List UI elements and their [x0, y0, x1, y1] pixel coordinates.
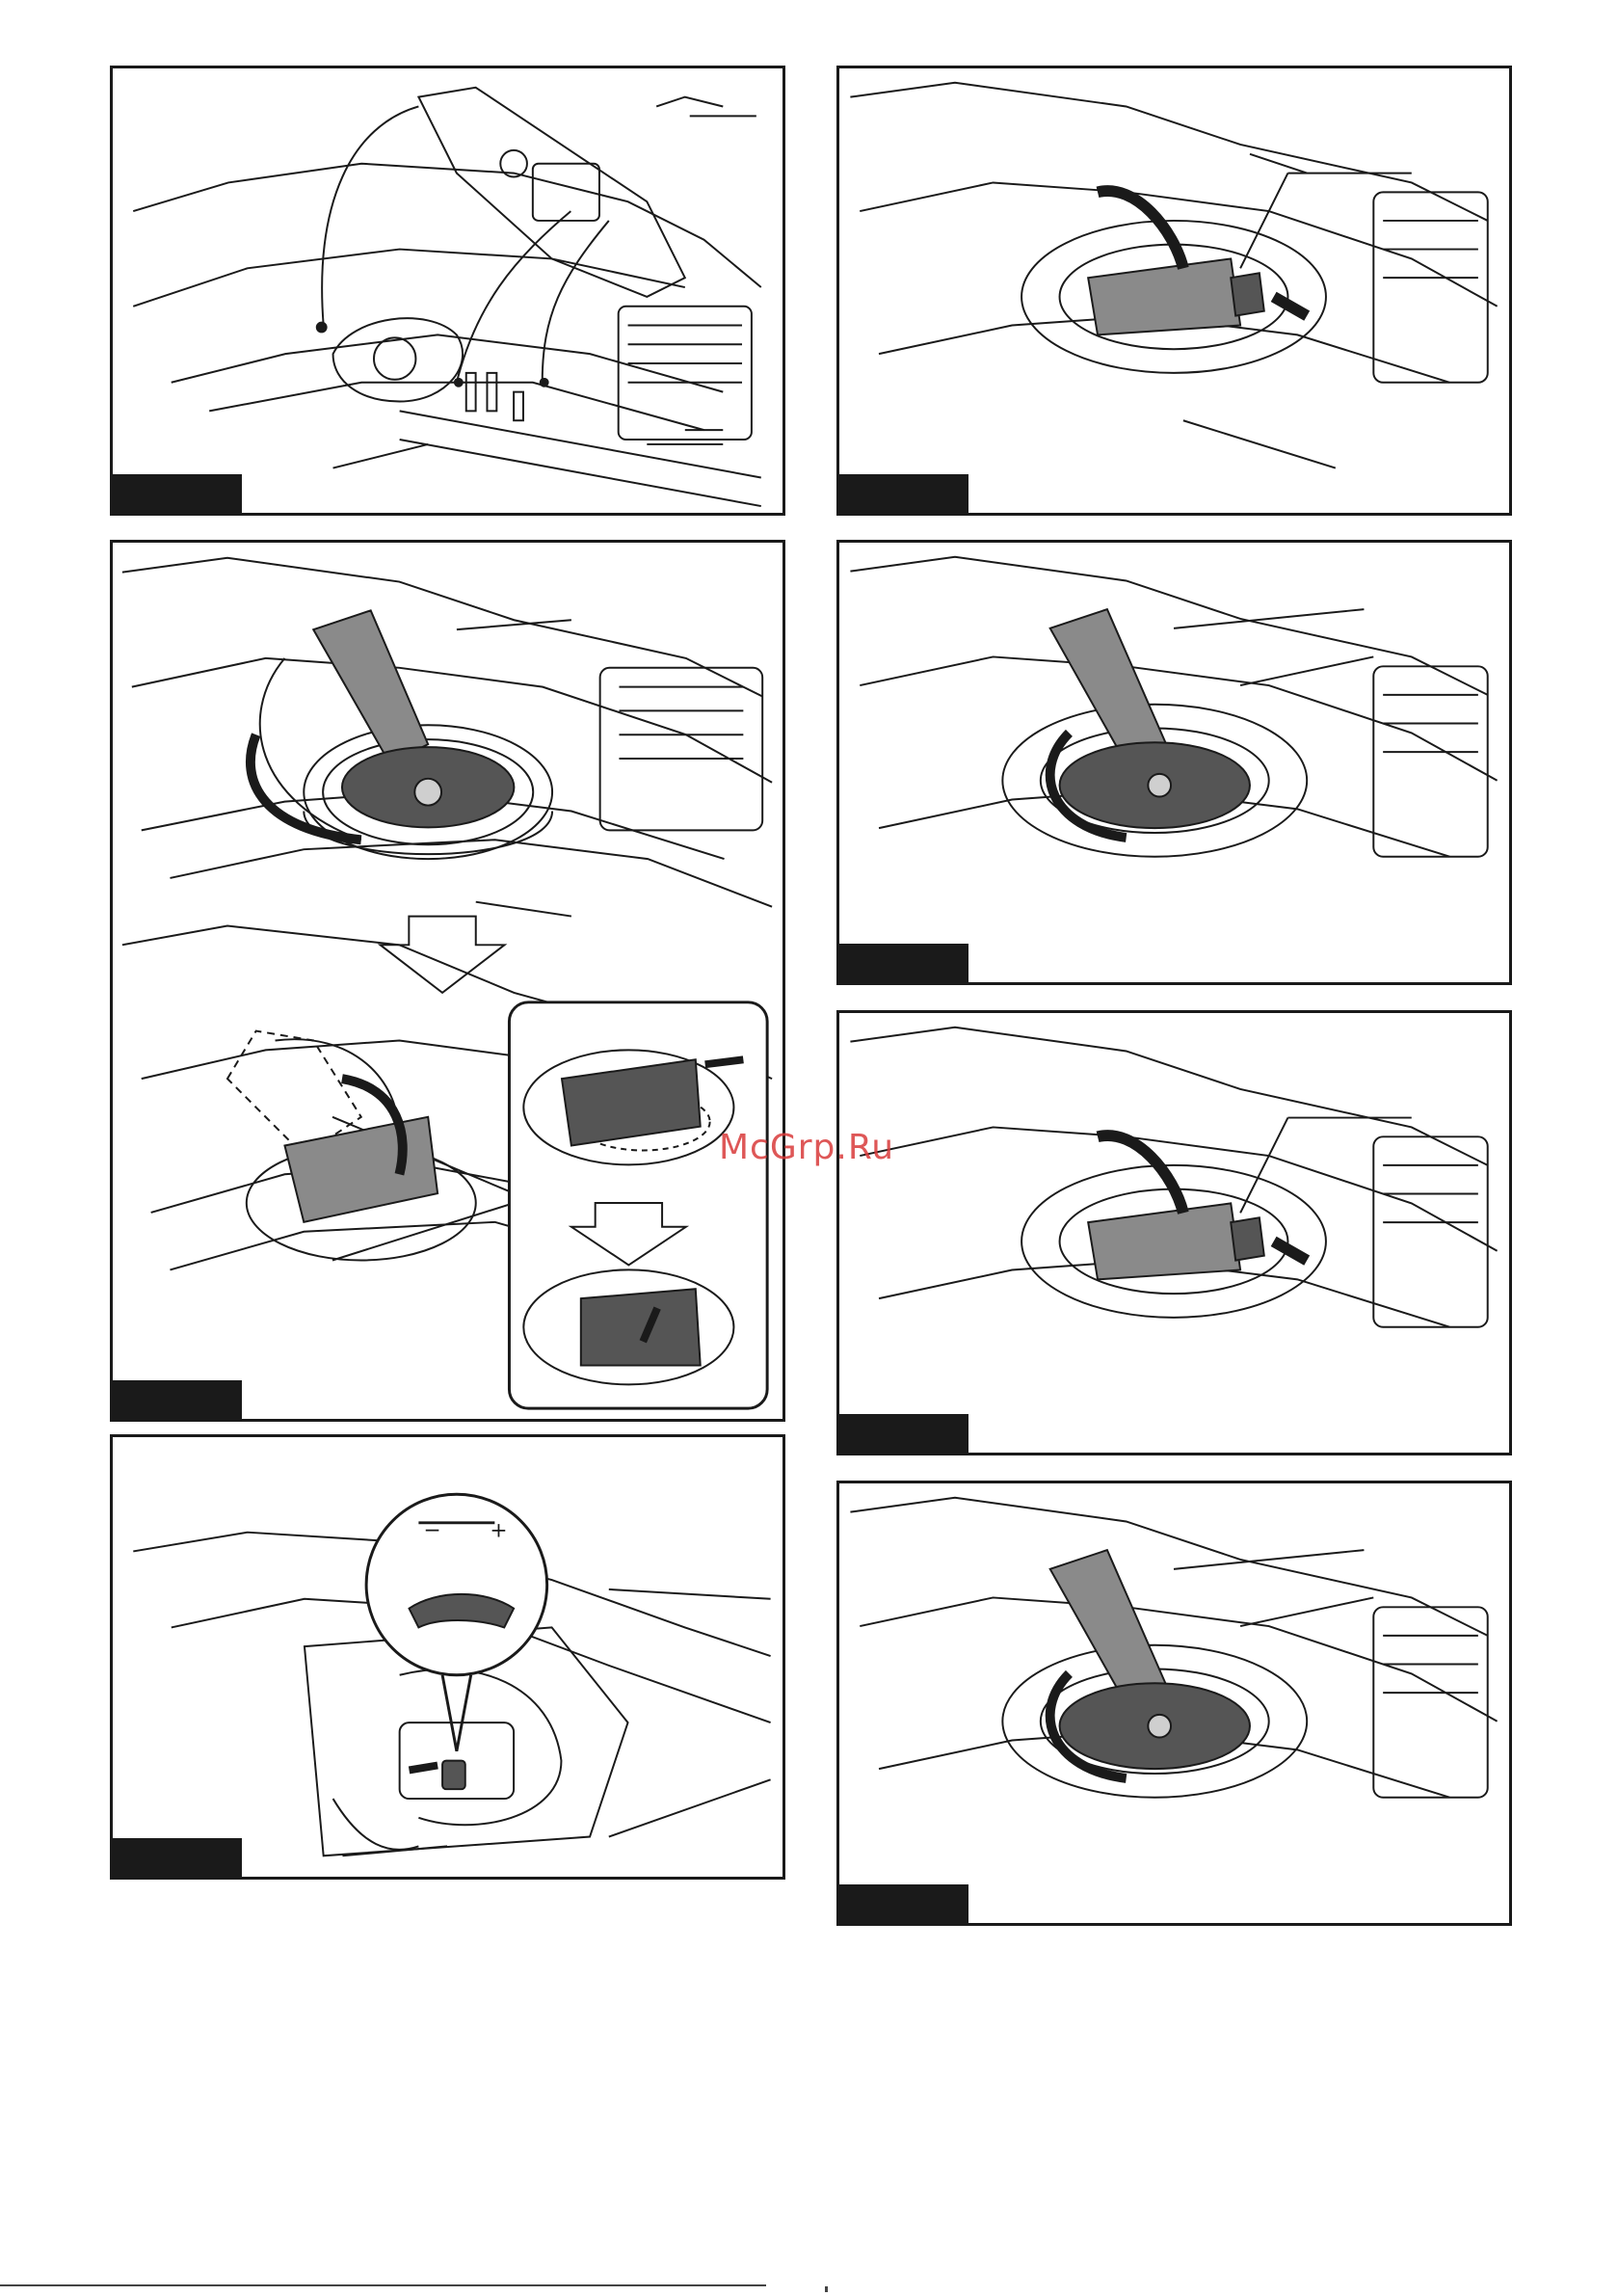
sprocket-cover-install-illustration	[113, 68, 782, 513]
figure-panel-4	[836, 66, 1512, 516]
figure-panel-5	[836, 540, 1512, 985]
tension-minus-label: −	[423, 1519, 440, 1543]
knob-lever-lift-illustration	[839, 1013, 1509, 1453]
watermark: McGrp.Ru	[719, 1128, 894, 1167]
knob-loosen-illustration	[839, 1483, 1509, 1923]
figure-panel-2	[110, 540, 785, 1422]
knob-lever-lift-illustration	[839, 68, 1509, 513]
knob-loosen-illustration	[839, 543, 1509, 982]
footer-mark	[825, 2286, 828, 2292]
chain-tension-dial-illustration: − +	[113, 1437, 782, 1877]
figure-panel-7	[836, 1481, 1512, 1926]
figure-number-tab	[113, 1380, 242, 1419]
cover-knob-rotate-illustration	[113, 543, 782, 1419]
figure-number-tab	[839, 1414, 968, 1453]
tension-plus-label: +	[490, 1519, 507, 1543]
figure-panel-1	[110, 66, 785, 516]
figure-number-tab	[839, 1884, 968, 1923]
figure-number-tab	[839, 944, 968, 982]
figure-number-tab	[839, 474, 968, 513]
footer-rule	[0, 2284, 766, 2286]
figure-panel-6	[836, 1010, 1512, 1455]
figure-number-tab	[113, 1838, 242, 1877]
figure-panel-3: − +	[110, 1434, 785, 1880]
figure-number-tab	[113, 474, 242, 513]
